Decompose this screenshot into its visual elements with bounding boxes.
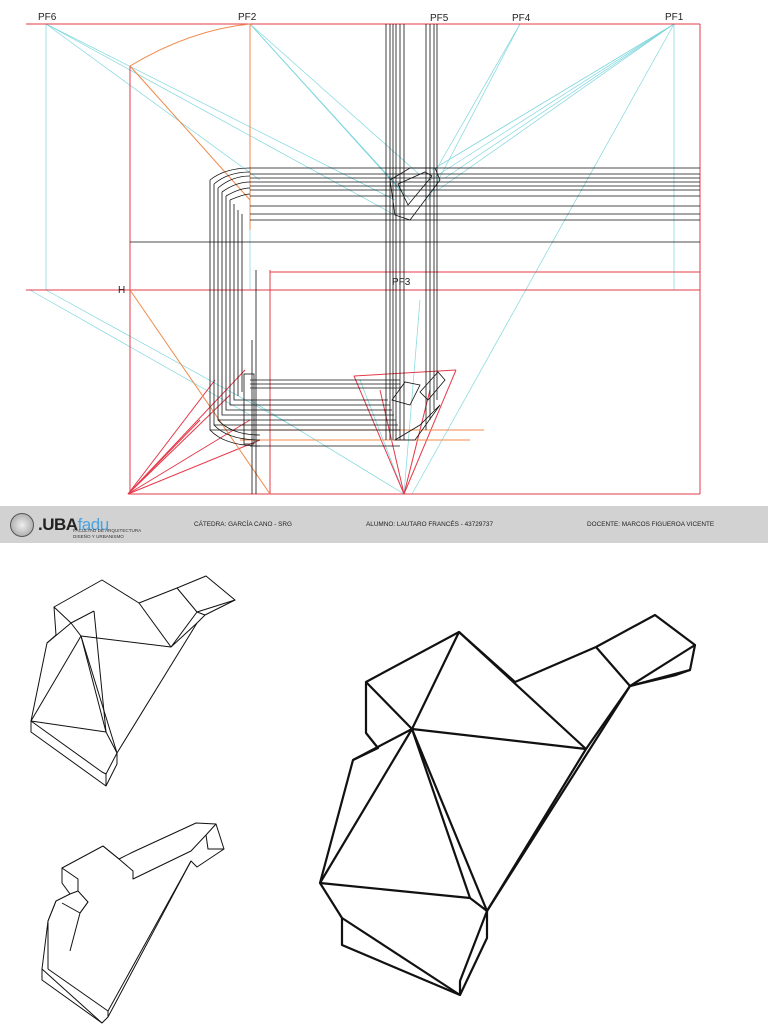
logo-fadu-text: fadu: [77, 515, 110, 534]
frame-lines: [26, 23, 701, 495]
projection-lines: [29, 23, 675, 495]
pf3-label: PF3: [392, 277, 411, 288]
construction-arc: [129, 23, 484, 495]
vanishing-point-labels: PF6 PF2 PF5 PF4 PF1 PF3 H: [38, 12, 684, 296]
pf2-label: PF2: [238, 12, 257, 23]
perspective-construction-drawing: PF6 PF2 PF5 PF4 PF1 PF3 H: [26, 12, 701, 495]
logo-subtitle: FACULTAD DE ARQUITECTURA DISEÑO Y URBANI…: [73, 528, 142, 539]
university-seal-icon: [10, 513, 34, 537]
alumno-field: ALUMNO: LAUTARO FRANCÉS - 43729737: [366, 521, 494, 528]
docente-field: DOCENTE: MARCOS FIGUEROA VICENTE: [587, 521, 715, 528]
pf1-label: PF1: [665, 12, 684, 23]
small-roof-isometric: [30, 575, 236, 787]
isometric-views: [30, 575, 697, 1024]
pf6-label: PF6: [38, 12, 57, 23]
pf4-label: PF4: [512, 13, 531, 24]
small-plan-isometric: [41, 822, 225, 1024]
logo-uba-text: .UBA: [38, 515, 78, 534]
pf5-label: PF5: [430, 13, 449, 24]
catedra-field: CÁTEDRA: GARCÍA CANO - SRG: [194, 521, 293, 528]
large-roof-isometric: [318, 613, 697, 997]
horizon-label: H: [118, 285, 125, 296]
object-construction: [130, 24, 700, 494]
